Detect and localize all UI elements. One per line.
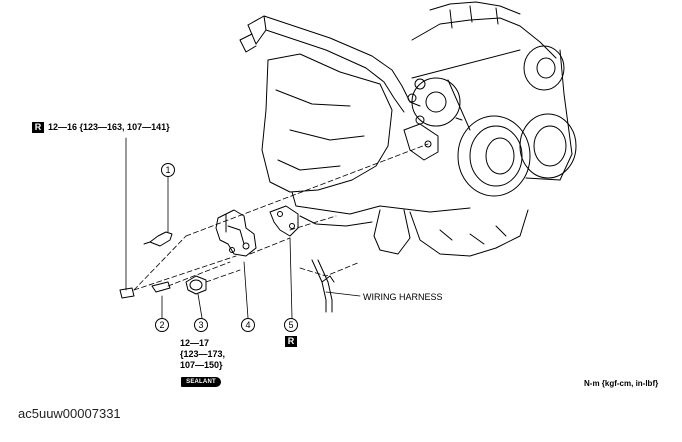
engine-block-outline [261, 53, 393, 193]
part-2-fitting [151, 281, 171, 293]
callout-1: 1 [161, 163, 175, 177]
part-5-bracket [269, 205, 299, 237]
water-pump-pulley [411, 77, 461, 127]
replace-badge: R [32, 122, 44, 134]
crankshaft-pulley [457, 115, 531, 197]
part-4-housing [215, 209, 257, 257]
callout-5: 5 [284, 318, 298, 332]
wiring-harness-label: WIRING HARNESS [363, 292, 443, 302]
engine-line-drawing [119, 1, 577, 319]
callout-2: 2 [155, 318, 169, 332]
sealant-tube-icon: SEALANT [181, 377, 221, 387]
figure-id-caption: ac5uuw00007331 [18, 406, 121, 421]
torque-spec-item3-line1: 12—17 [180, 338, 210, 348]
torque-spec-item3-line3: 107—150} [180, 360, 223, 370]
torque-spec-item3: 12—17 {123—173, 107—150} [180, 338, 225, 371]
torque-spec-bolt-text: 12—16 {123—163, 107—141} [48, 122, 170, 132]
part-1-sensor [149, 231, 173, 247]
torque-units-label: N-m {kgf-cm, in-lbf} [584, 379, 659, 388]
callout-4: 4 [241, 318, 255, 332]
replace-badge-item5: R [285, 336, 297, 347]
part-3-switch [185, 275, 207, 295]
alternator-pulley [523, 45, 565, 91]
wiring-harness [311, 259, 327, 313]
torque-spec-bolt: R 12—16 {123—163, 107—141} [32, 122, 170, 134]
assembly-line-main [185, 143, 429, 237]
callout-3: 3 [194, 318, 208, 332]
coolant-pipe [247, 15, 421, 107]
ac-compressor-pulley [519, 113, 577, 179]
torque-spec-item3-line2: {123—173, [180, 349, 226, 359]
mounting-bolt [119, 287, 135, 299]
sealant-label: SEALANT [186, 379, 216, 385]
drive-belt [411, 49, 573, 181]
exploded-view-diagram: R 12—16 {123—163, 107—141} 1 2 3 4 5 R 12… [32, 1, 659, 388]
